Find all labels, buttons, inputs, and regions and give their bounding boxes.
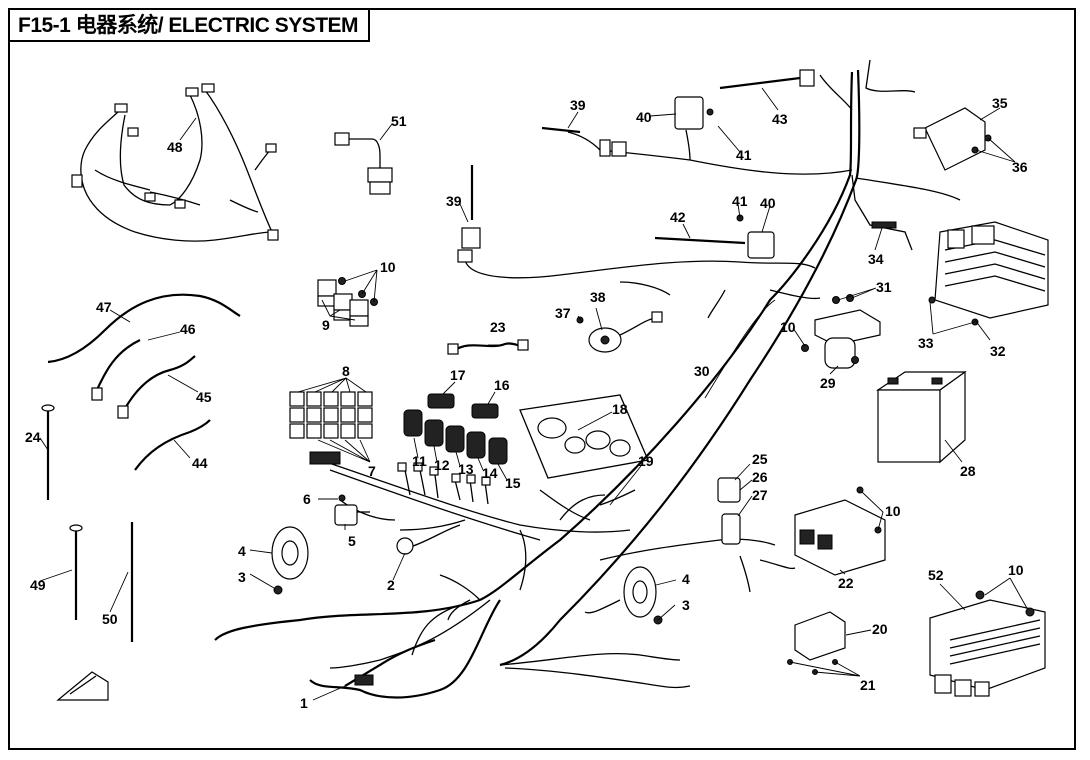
part-39-sensors bbox=[457, 126, 627, 263]
part-28-battery bbox=[876, 370, 967, 464]
label-39b: 39 bbox=[446, 193, 462, 209]
label-49: 49 bbox=[30, 577, 46, 593]
part-34-strap bbox=[871, 221, 897, 229]
label-41a: 41 bbox=[736, 147, 752, 163]
part-51-connector bbox=[334, 132, 393, 195]
label-32: 32 bbox=[990, 343, 1006, 359]
label-9: 9 bbox=[322, 317, 330, 333]
label-8: 8 bbox=[342, 363, 350, 379]
label-23: 23 bbox=[490, 319, 506, 335]
label-38: 38 bbox=[590, 289, 606, 305]
label-35: 35 bbox=[992, 95, 1008, 111]
label-10b: 10 bbox=[780, 319, 796, 335]
label-37: 37 bbox=[555, 305, 571, 321]
label-29: 29 bbox=[820, 375, 836, 391]
label-27: 27 bbox=[752, 487, 768, 503]
label-52: 52 bbox=[928, 567, 944, 583]
label-4a: 4 bbox=[238, 543, 246, 559]
label-45: 45 bbox=[196, 389, 212, 405]
label-22: 22 bbox=[838, 575, 854, 591]
label-10c: 10 bbox=[885, 503, 901, 519]
callout-labels: 1 2 3 3 4 4 5 6 7 8 9 10 10 10 10 11 12 … bbox=[25, 95, 1028, 711]
label-47: 47 bbox=[96, 299, 112, 315]
part-11-17-connectors bbox=[397, 393, 508, 505]
label-2: 2 bbox=[387, 577, 395, 593]
part-32-regulator bbox=[928, 221, 1049, 326]
label-25: 25 bbox=[752, 451, 768, 467]
part-23-harness bbox=[447, 339, 529, 355]
label-40b: 40 bbox=[760, 195, 776, 211]
label-13: 13 bbox=[458, 461, 474, 477]
part-18-grommets bbox=[519, 394, 649, 479]
label-44: 44 bbox=[192, 455, 208, 471]
label-14: 14 bbox=[482, 465, 498, 481]
part-9-relays bbox=[317, 277, 378, 327]
diagram-frame bbox=[8, 8, 1076, 750]
label-42: 42 bbox=[670, 209, 686, 225]
label-3b: 3 bbox=[682, 597, 690, 613]
label-10d: 10 bbox=[1008, 562, 1024, 578]
label-5: 5 bbox=[348, 533, 356, 549]
label-15: 15 bbox=[505, 475, 521, 491]
label-40a: 40 bbox=[636, 109, 652, 125]
label-39a: 39 bbox=[570, 97, 586, 113]
label-6: 6 bbox=[303, 491, 311, 507]
part-20-module bbox=[787, 611, 846, 675]
label-3a: 3 bbox=[238, 569, 246, 585]
part-2-sensor bbox=[396, 524, 461, 555]
label-12: 12 bbox=[434, 457, 450, 473]
label-34: 34 bbox=[868, 251, 884, 267]
part-25-27-connectors bbox=[717, 477, 741, 545]
label-18: 18 bbox=[612, 401, 628, 417]
label-1: 1 bbox=[300, 695, 308, 711]
label-30: 30 bbox=[694, 363, 710, 379]
label-21: 21 bbox=[860, 677, 876, 693]
label-43: 43 bbox=[772, 111, 788, 127]
leader-lines bbox=[39, 87, 1029, 701]
label-24: 24 bbox=[25, 429, 41, 445]
label-20: 20 bbox=[872, 621, 888, 637]
part-4-horns bbox=[271, 526, 663, 625]
label-4b: 4 bbox=[682, 571, 690, 587]
page-title: F15-1 电器系统/ ELECTRIC SYSTEM bbox=[8, 8, 371, 42]
part-40-43-ignition bbox=[654, 69, 815, 259]
part-35-bracket bbox=[913, 107, 992, 171]
label-33: 33 bbox=[918, 335, 934, 351]
label-17: 17 bbox=[450, 367, 466, 383]
label-31: 31 bbox=[876, 279, 892, 295]
label-7: 7 bbox=[368, 463, 376, 479]
label-46: 46 bbox=[180, 321, 196, 337]
label-36: 36 bbox=[1012, 159, 1028, 175]
part-52-controller bbox=[929, 590, 1046, 697]
part-22-ecu bbox=[794, 486, 886, 576]
label-16: 16 bbox=[494, 377, 510, 393]
main-harness bbox=[214, 59, 961, 699]
label-10a: 10 bbox=[380, 259, 396, 275]
label-50: 50 bbox=[102, 611, 118, 627]
part-7-8-relay-block bbox=[289, 391, 373, 465]
front-arrow-icon bbox=[56, 671, 109, 701]
part-38-sensor bbox=[576, 311, 663, 353]
harness-48 bbox=[71, 83, 279, 242]
label-41b: 41 bbox=[732, 193, 748, 209]
label-11: 11 bbox=[412, 453, 427, 469]
label-48: 48 bbox=[167, 139, 183, 155]
label-26: 26 bbox=[752, 469, 768, 485]
part-5-6-switch bbox=[334, 494, 370, 526]
part-24-49-50-ties bbox=[41, 404, 134, 642]
label-28: 28 bbox=[960, 463, 976, 479]
part-29-starter-relay bbox=[801, 294, 881, 369]
part-1-o2-sensor bbox=[344, 638, 436, 687]
part-44-47-wires bbox=[47, 293, 241, 471]
label-51: 51 bbox=[391, 113, 407, 129]
label-19: 19 bbox=[638, 453, 654, 469]
